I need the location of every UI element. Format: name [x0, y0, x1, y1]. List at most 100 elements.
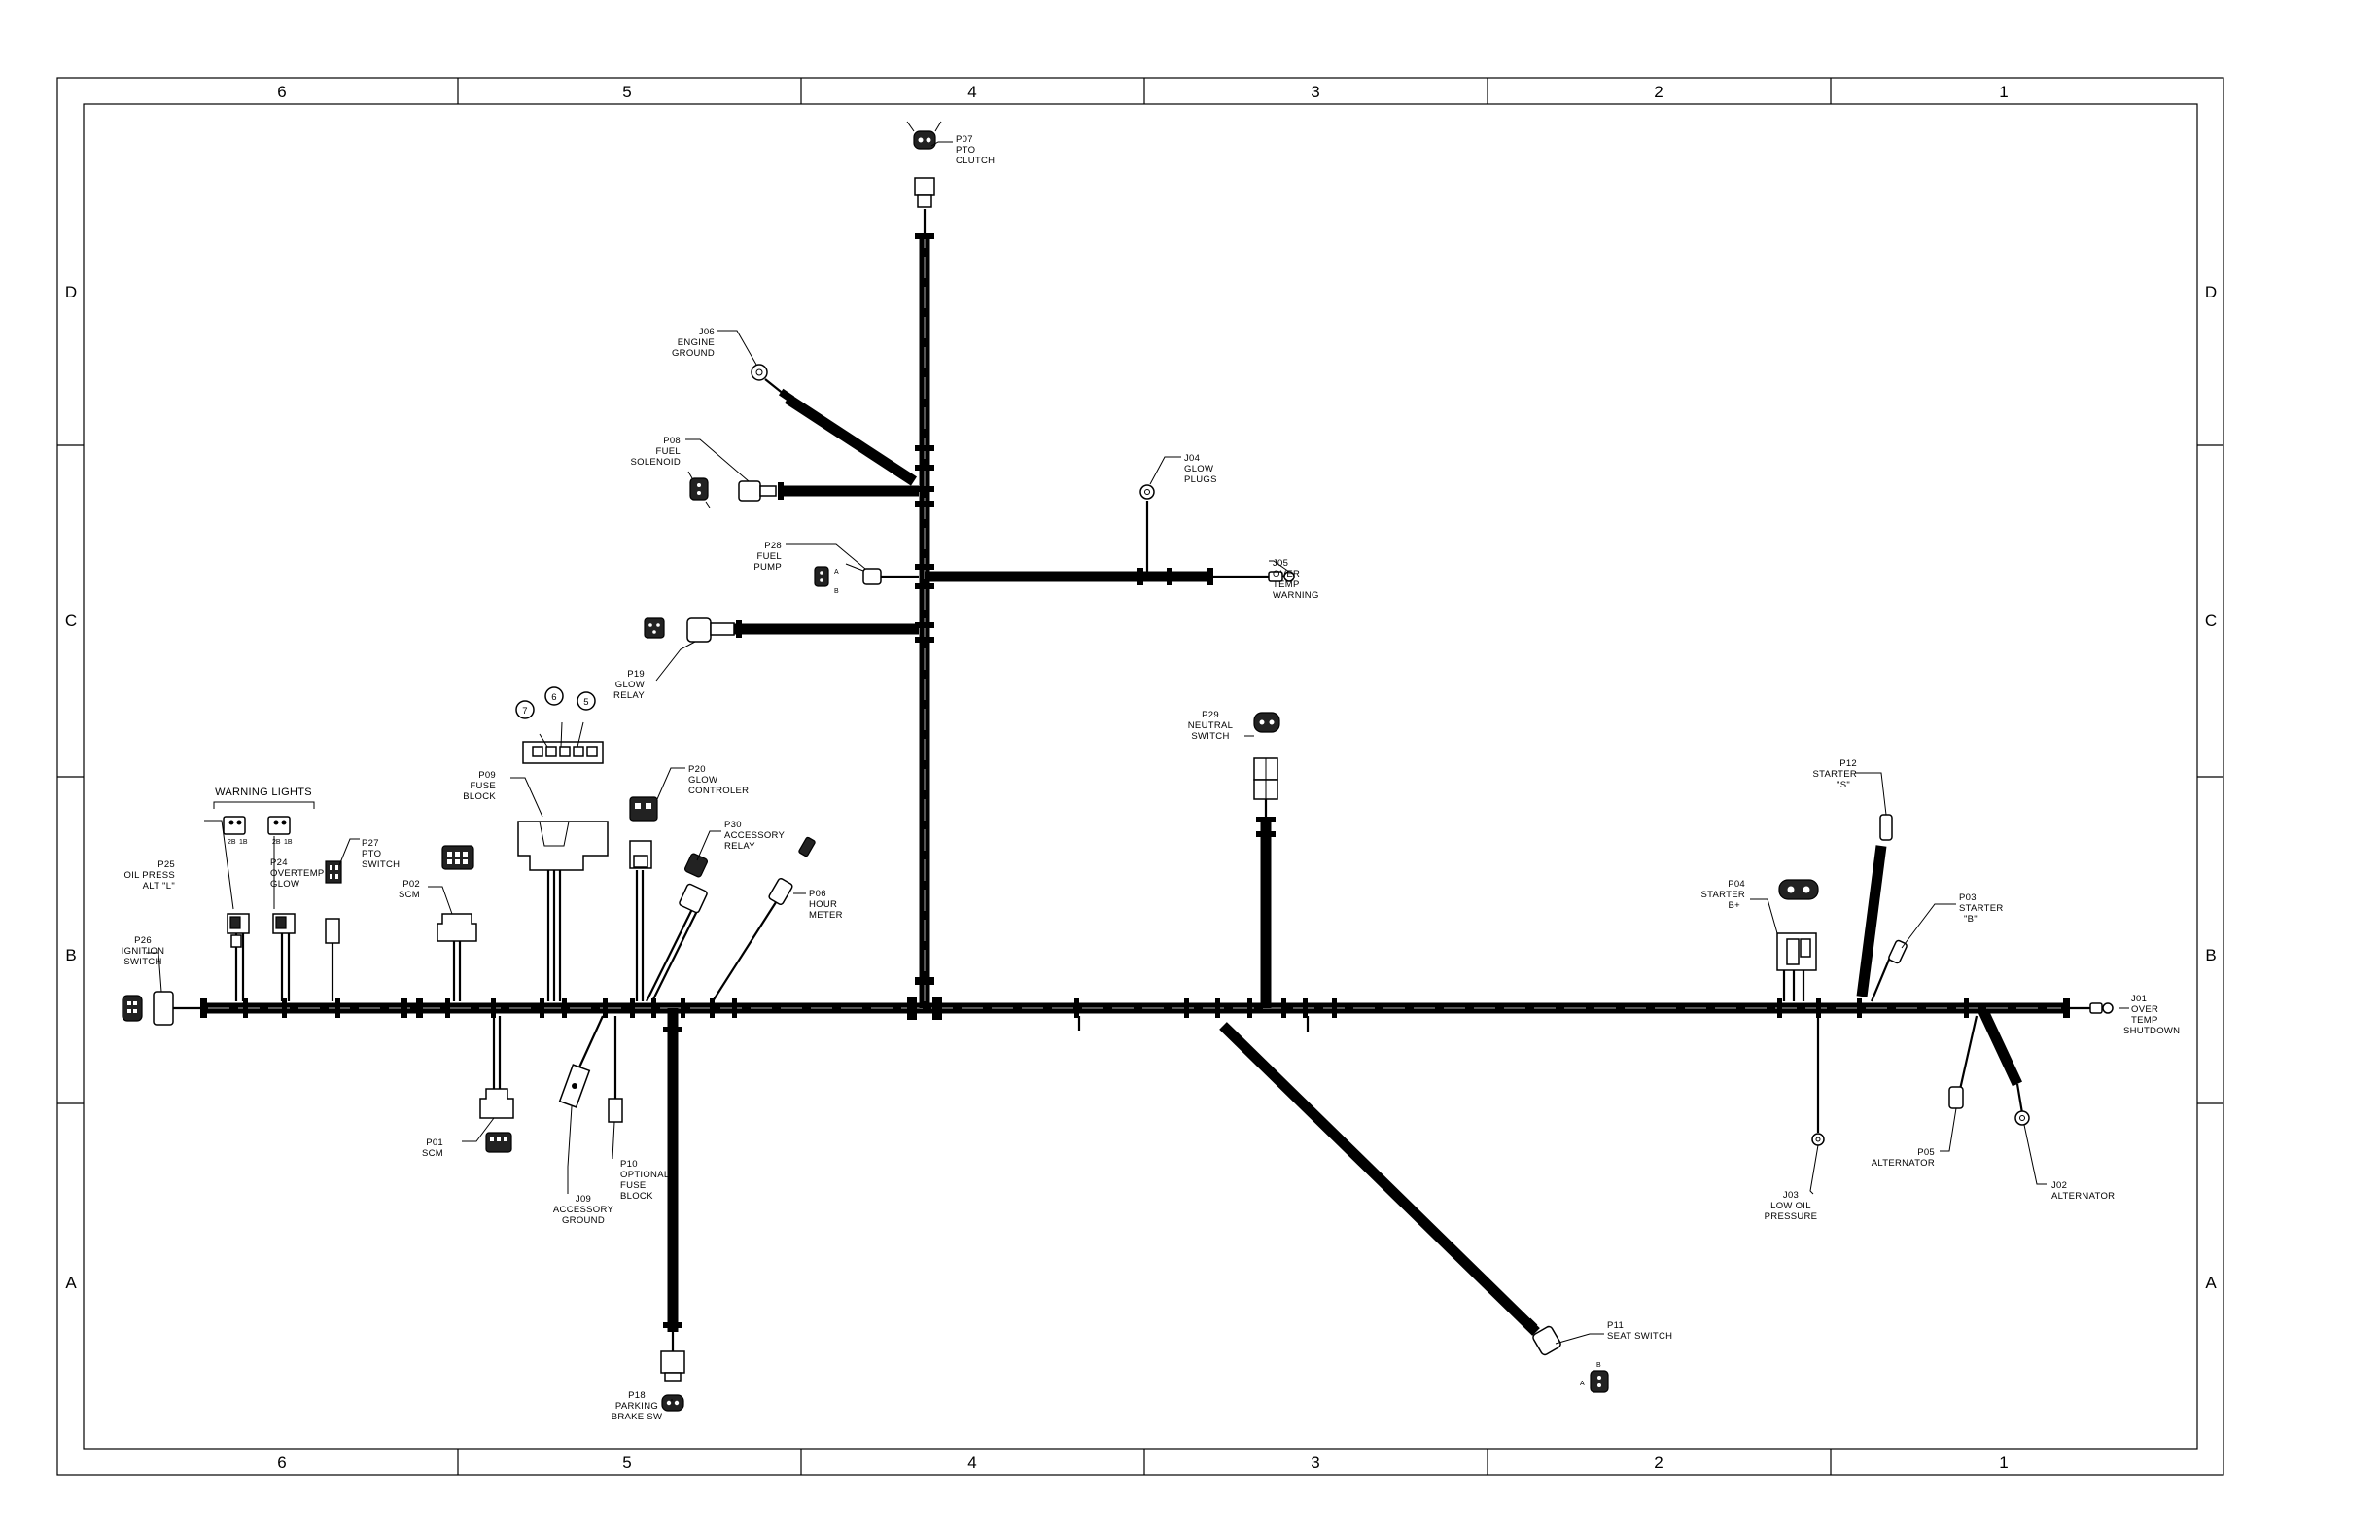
- zone-column-label: 1: [1999, 1453, 2008, 1472]
- connector-p11-seat-switch[interactable]: [1531, 1325, 1609, 1393]
- pin-labels-p11: A B: [1580, 1362, 1601, 1387]
- label-p08-fuel-solenoid: P08 FUEL SOLENOID: [631, 436, 681, 468]
- svg-text:P05: P05: [1917, 1147, 1935, 1158]
- svg-text:TEMP: TEMP: [1273, 579, 1300, 590]
- label-p05-alternator: P05 ALTERNATOR: [1872, 1147, 1935, 1169]
- label-p28-fuel-pump: P28 FUEL PUMP: [753, 541, 782, 573]
- connector-p12-starter-s[interactable]: [1879, 814, 1893, 841]
- connector-p30-accessory-relay[interactable]: [679, 836, 816, 914]
- svg-text:BLOCK: BLOCK: [463, 791, 496, 802]
- connector-p05-alternator[interactable]: [1948, 1086, 1964, 1109]
- svg-text:SEAT SWITCH: SEAT SWITCH: [1607, 1331, 1672, 1342]
- label-j06-engine-ground: J06 ENGINE GROUND: [672, 327, 715, 359]
- connector-p18-parking-brake-sw[interactable]: [660, 1350, 685, 1412]
- connector-p03-starter-b[interactable]: [1888, 939, 1908, 964]
- label-p25-oil-press: P25 OIL PRESS ALT "L": [123, 859, 175, 892]
- connector-p26-ignition-switch[interactable]: [122, 991, 174, 1026]
- svg-text:2B: 2B: [228, 839, 236, 846]
- svg-text:PTO: PTO: [956, 145, 975, 156]
- connector-p10-optional-fuse-block[interactable]: [608, 1098, 623, 1123]
- svg-text:SCM: SCM: [422, 1148, 443, 1159]
- connector-j09-accessory-ground[interactable]: [558, 1064, 591, 1108]
- svg-text:2B: 2B: [272, 839, 281, 846]
- svg-text:METER: METER: [809, 910, 843, 921]
- connector-p29-neutral-switch[interactable]: [1253, 712, 1280, 800]
- svg-text:ALTERNATOR: ALTERNATOR: [1872, 1158, 1935, 1169]
- connector-p19-glow-relay[interactable]: [644, 617, 735, 643]
- svg-text:P02: P02: [402, 879, 420, 890]
- svg-text:OVER: OVER: [2131, 1004, 2158, 1015]
- svg-text:ALT "L": ALT "L": [143, 881, 175, 892]
- connector-p20-glow-controller[interactable]: [629, 796, 658, 869]
- svg-text:OPTIONAL: OPTIONAL: [620, 1170, 669, 1180]
- label-p29-neutral-switch: P29 NEUTRAL SWITCH: [1188, 710, 1233, 742]
- connector-j06-engine-ground[interactable]: [751, 364, 790, 400]
- wire-leads: [165, 209, 2090, 1356]
- svg-text:P30: P30: [724, 820, 742, 830]
- svg-text:P12: P12: [1839, 758, 1857, 769]
- svg-text:PARKING: PARKING: [615, 1401, 658, 1412]
- svg-text:A: A: [834, 569, 839, 576]
- connector-j03-low-oil-pressure[interactable]: [1811, 1133, 1825, 1146]
- zone-labels-left: D C B A: [65, 283, 77, 1292]
- svg-text:SWITCH: SWITCH: [362, 859, 400, 870]
- svg-text:P19: P19: [627, 669, 645, 680]
- label-j09-accessory-ground: J09 ACCESSORY GROUND: [553, 1194, 613, 1226]
- label-p26-ignition-switch: P26 IGNITION SWITCH: [122, 935, 164, 967]
- zone-row-label: A: [2205, 1274, 2217, 1292]
- svg-text:GLOW: GLOW: [615, 680, 645, 690]
- pin-labels-warning-lights: 2B 1B 2B 1B: [228, 839, 293, 846]
- svg-text:P10: P10: [620, 1159, 638, 1170]
- connector-p24-overtemp-glow[interactable]: [267, 816, 296, 934]
- svg-text:1B: 1B: [239, 839, 248, 846]
- svg-text:OVERTEMP: OVERTEMP: [270, 868, 325, 879]
- connector-p06-hour-meter[interactable]: [768, 877, 793, 906]
- svg-text:P27: P27: [362, 838, 379, 849]
- component-labels: P07 PTO CLUTCH J06 ENGINE GROUND P08 FUE…: [122, 134, 2180, 1422]
- svg-text:HOUR: HOUR: [809, 899, 837, 910]
- connector-p04-starter-bplus[interactable]: [1776, 879, 1819, 971]
- svg-text:FUSE: FUSE: [470, 781, 496, 791]
- connector-p28-fuel-pump[interactable]: [814, 563, 882, 587]
- connector-p08-fuel-solenoid[interactable]: [687, 471, 777, 508]
- drawing-frame: [56, 77, 2224, 1476]
- connector-p02-scm[interactable]: [437, 845, 477, 942]
- label-p10-optional-fuse-block: P10 OPTIONAL FUSE BLOCK: [620, 1159, 669, 1202]
- connector-p25-oil-press[interactable]: [223, 816, 250, 948]
- label-j04-glow-plugs: J04 GLOW PLUGS: [1184, 453, 1216, 485]
- connector-p01-scm[interactable]: [479, 1088, 514, 1153]
- label-p03-starter-b: P03 STARTER "B": [1959, 892, 2003, 925]
- connector-j04-glow-plugs[interactable]: [1139, 484, 1155, 500]
- connector-p27-pto-switch[interactable]: [325, 860, 342, 944]
- label-p20-glow-controller: P20 GLOW CONTROLER: [688, 764, 749, 796]
- svg-text:P06: P06: [809, 889, 826, 899]
- leader-lines: [146, 141, 2129, 1401]
- connector-p07-pto-clutch[interactable]: [906, 121, 942, 208]
- connector-j01-over-temp-shutdown[interactable]: [2089, 1002, 2114, 1014]
- zone-labels-top: 6 5 4 3 2 1: [277, 83, 2008, 101]
- label-warning-lights: WARNING LIGHTS: [215, 787, 311, 798]
- zone-column-label: 3: [1311, 1453, 1319, 1472]
- label-p04-starter-bplus: P04 STARTER B+: [1700, 879, 1745, 911]
- svg-text:LOW OIL: LOW OIL: [1770, 1201, 1811, 1211]
- svg-text:P25: P25: [158, 859, 175, 870]
- svg-text:GLOW: GLOW: [270, 879, 299, 890]
- warning-lights-bracket: [213, 801, 315, 809]
- svg-text:BLOCK: BLOCK: [620, 1191, 653, 1202]
- zone-column-label: 4: [967, 1453, 976, 1472]
- svg-text:B: B: [1596, 1362, 1601, 1369]
- label-p18-parking-brake-sw: P18 PARKING BRAKE SW: [612, 1390, 662, 1422]
- svg-text:PUMP: PUMP: [753, 562, 782, 573]
- connector-j02-alternator[interactable]: [2014, 1110, 2030, 1126]
- zone-row-label: D: [65, 283, 77, 301]
- svg-text:P04: P04: [1728, 879, 1745, 890]
- pin-labels-p28: A B: [834, 569, 839, 595]
- svg-text:1B: 1B: [284, 839, 293, 846]
- connector-p09-fuse-block[interactable]: [517, 721, 609, 871]
- label-p19-glow-relay: P19 GLOW RELAY: [613, 669, 645, 701]
- svg-text:P24: P24: [270, 858, 288, 868]
- svg-text:J01: J01: [2131, 994, 2147, 1004]
- label-j03-low-oil-pressure: J03 LOW OIL PRESSURE: [1765, 1190, 1817, 1222]
- svg-text:CONTROLER: CONTROLER: [688, 786, 749, 796]
